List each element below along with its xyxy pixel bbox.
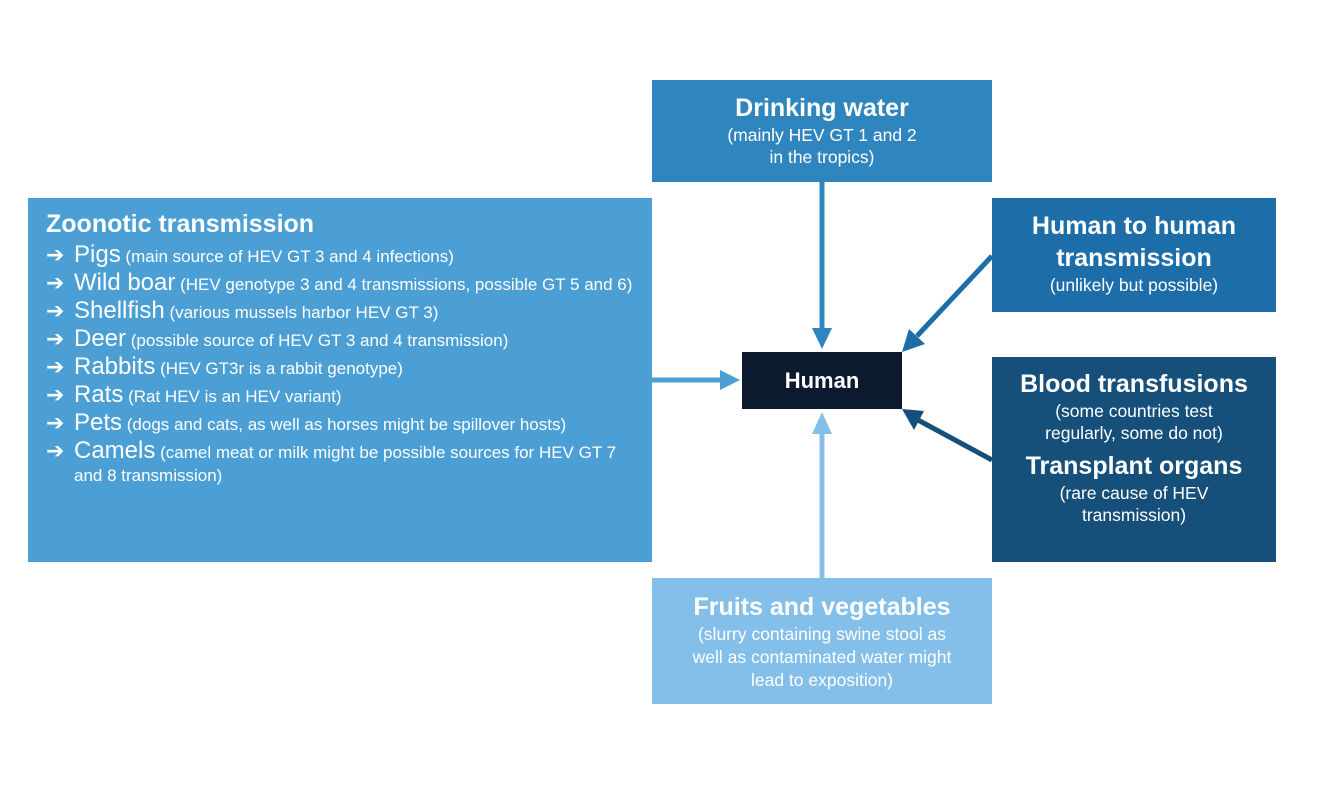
- zoonotic-item: ➔ Shellfish (various mussels harbor HEV G…: [46, 297, 638, 325]
- human-to-human-title-line2: transmission: [1056, 244, 1212, 272]
- right-arrow-icon: ➔: [46, 382, 65, 407]
- right-arrow-icon: ➔: [46, 298, 65, 323]
- drinking-water-line2: in the tropics): [769, 147, 875, 167]
- fruits-line2: well as contaminated water might: [692, 647, 952, 667]
- blood-line1: (some countries test: [1055, 401, 1213, 421]
- blood-title: Blood transfusions: [1020, 370, 1248, 398]
- zoonotic-title: Zoonotic transmission: [46, 210, 315, 238]
- transplant-line2: transmission): [1081, 505, 1187, 525]
- right-arrow-icon: ➔: [46, 354, 65, 379]
- zoonotic-item: ➔ Rats (Rat HEV is an HEV variant): [46, 381, 638, 409]
- fruits-title: Fruits and vegetables: [693, 593, 951, 621]
- human-label: Human: [784, 367, 860, 393]
- zoonotic-item: ➔ Wild boar (HEV genotype 3 and 4 transmi…: [46, 269, 638, 297]
- zoonotic-list: ➔ Pigs (main source of HEV GT 3 and 4 inf…: [46, 241, 638, 488]
- zoonotic-item-name: Shellfish: [74, 297, 165, 324]
- zoonotic-item: ➔ Deer (possible source of HEV GT 3 and 4…: [46, 325, 638, 353]
- human-to-human-box: Human to human transmission (unlikely bu…: [992, 198, 1276, 312]
- right-arrow-icon: ➔: [46, 410, 65, 435]
- drinking-water-box: Drinking water (mainly HEV GT 1 and 2 in…: [652, 80, 992, 182]
- right-arrow-icon: ➔: [46, 438, 65, 463]
- right-arrow-icon: ➔: [46, 242, 65, 267]
- transplant-title: Transplant organs: [1025, 452, 1243, 480]
- arrowhead-zoonotic: [720, 370, 740, 390]
- arrowhead-drinking-water: [812, 328, 832, 349]
- zoonotic-item-desc: (Rat HEV is an HEV variant): [123, 387, 342, 406]
- zoonotic-transmission-box: Zoonotic transmission ➔ Pigs (main source…: [28, 198, 652, 562]
- human-to-human-note: (unlikely but possible): [1049, 275, 1219, 295]
- fruits-line3: lead to exposition): [750, 670, 894, 690]
- arrow-blood-to-human: [916, 417, 994, 463]
- zoonotic-item-desc: (main source of HEV GT 3 and 4 infection…: [120, 247, 454, 266]
- drinking-water-title: Drinking water: [735, 94, 909, 122]
- zoonotic-item-name: Pets: [74, 409, 123, 436]
- arrowhead-human-to-human: [902, 329, 925, 352]
- arrowhead-blood: [902, 409, 924, 430]
- zoonotic-item: ➔ Pigs (main source of HEV GT 3 and 4 inf…: [46, 241, 638, 269]
- zoonotic-item-name: Rats: [74, 381, 124, 408]
- arrow-human-to-human: [915, 254, 994, 338]
- zoonotic-item-name: Camels: [74, 437, 156, 464]
- blood-transplant-box: Blood transfusions (some countries test …: [992, 357, 1276, 562]
- fruits-line1: (slurry containing swine stool as: [697, 624, 947, 644]
- drinking-water-line1: (mainly HEV GT 1 and 2: [727, 125, 917, 145]
- right-arrow-icon: ➔: [46, 326, 65, 351]
- zoonotic-item-desc: (dogs and cats, as well as horses might …: [122, 415, 567, 434]
- right-arrow-icon: ➔: [46, 270, 65, 295]
- zoonotic-item: ➔ Rabbits (HEV GT3r is a rabbit genotype): [46, 353, 638, 381]
- zoonotic-item-desc: (camel meat or milk might be possible so…: [74, 443, 617, 485]
- transplant-line1: (rare cause of HEV: [1059, 483, 1209, 503]
- zoonotic-item-name: Wild boar: [74, 269, 176, 296]
- zoonotic-item-desc: (HEV genotype 3 and 4 transmissions, pos…: [175, 275, 633, 294]
- blood-line2: regularly, some do not): [1045, 423, 1223, 443]
- fruits-vegetables-box: Fruits and vegetables (slurry containing…: [652, 578, 992, 704]
- human-node: Human: [742, 352, 902, 409]
- zoonotic-item-name: Pigs: [74, 241, 121, 268]
- arrowhead-fruits: [812, 412, 832, 434]
- human-to-human-title-line1: Human to human: [1031, 212, 1237, 240]
- zoonotic-item: ➔ Pets (dogs and cats, as well as horses …: [46, 409, 638, 437]
- zoonotic-item-name: Deer: [74, 325, 127, 352]
- zoonotic-item-desc: (possible source of HEV GT 3 and 4 trans…: [126, 331, 509, 350]
- zoonotic-item-desc: (HEV GT3r is a rabbit genotype): [155, 359, 403, 378]
- zoonotic-item-desc: (various mussels harbor HEV GT 3): [164, 303, 439, 322]
- zoonotic-item-name: Rabbits: [74, 353, 156, 380]
- zoonotic-item: ➔ Camels (camel meat or milk might be pos…: [46, 437, 638, 488]
